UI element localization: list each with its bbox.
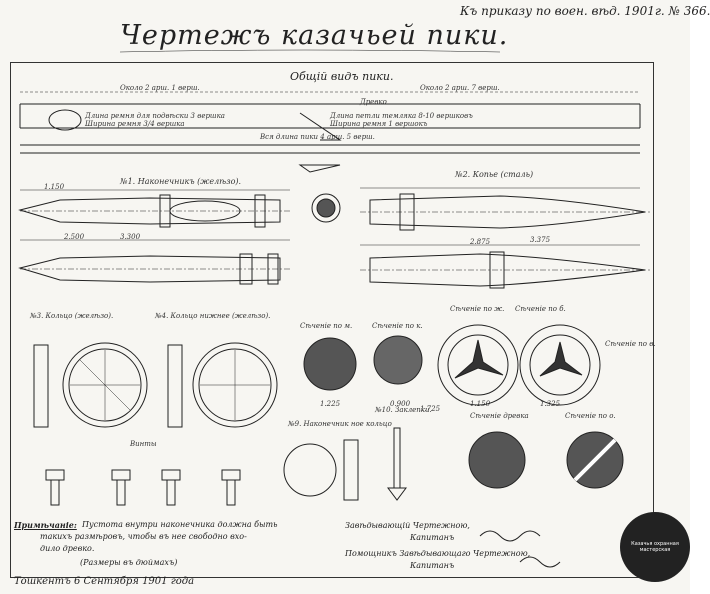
section-zh-label: Сѣченіе по ж. <box>450 305 505 313</box>
part10-label: №10. Заклепки. <box>375 406 432 414</box>
section-b-label: Сѣченіе по б. <box>515 305 566 313</box>
dim-2: 3.300 <box>120 233 141 241</box>
tip-drawing-lower <box>18 253 290 285</box>
signature-assistant: Помощникъ Завѣдывающаго Чертежною, <box>345 549 531 558</box>
section-k-drawing <box>373 335 423 385</box>
dim-3: 1.150 <box>44 183 65 191</box>
right-dimension: Около 2 арш. 7 верш. <box>420 84 500 92</box>
section-m-label: Сѣченіе по м. <box>300 322 353 330</box>
dim-9: 1.150 <box>470 400 491 408</box>
dimension-lines <box>20 187 640 246</box>
signature-assistant-rank: Капитанъ <box>410 561 455 570</box>
note-scale: (Размеры въ дюймахъ) <box>80 558 178 567</box>
tip-drawing-upper <box>18 194 290 228</box>
dim-1: 2.500 <box>64 233 85 241</box>
dim-6: 1.725 <box>420 405 441 413</box>
ring-9-drawing <box>283 439 359 501</box>
note-label: Примѣчаніе: <box>14 520 77 530</box>
screws-drawing <box>45 469 241 506</box>
dim-7: 1.225 <box>320 400 341 408</box>
section-b-drawing <box>519 324 601 406</box>
title-underline <box>119 49 501 53</box>
signature-head: Завѣдывающій Чертежною, <box>345 521 470 530</box>
general-view-heading: Общій видъ пики. <box>290 70 394 83</box>
section-shaft-label: Сѣченіе древка <box>470 412 529 420</box>
rivet-drawing <box>387 427 407 501</box>
ring-3-drawing <box>33 342 148 428</box>
left-dimension: Около 2 арш. 1 верш. <box>120 84 200 92</box>
section-v-label: Сѣченіе по в. <box>605 340 656 348</box>
drawing-frame <box>10 62 654 578</box>
small-section-view <box>311 193 341 223</box>
signature-head-rank: Капитанъ <box>410 533 455 542</box>
part2-label: №2. Копье (сталь) <box>455 170 534 179</box>
page-title: Чертежъ казачьей пики. <box>120 20 509 51</box>
loop-length-note: Длина петли темляка 8-10 вершковъ <box>330 112 473 120</box>
technical-drawing <box>18 49 650 568</box>
dim-4: 2.875 <box>470 238 491 246</box>
dim-5: 3.375 <box>530 236 551 244</box>
shaft-label: Древко <box>360 98 387 106</box>
section-m-drawing <box>303 337 357 391</box>
dim-8: 0.900 <box>390 400 411 408</box>
part4-label: №4. Кольцо нижнее (желѣзо). <box>155 312 271 320</box>
signature-scribble-1 <box>479 530 541 542</box>
museum-stamp: Казачья охранная мастерская <box>620 512 690 582</box>
spearhead-drawing-lower <box>360 251 650 289</box>
signature-scribble-2 <box>519 556 561 568</box>
part3-label: №3. Кольцо (желѣзо). <box>30 312 114 320</box>
order-reference: Къ приказу по воен. вѣд. 1901г. № 366. <box>460 4 710 18</box>
note-text-1: Пустота внутри наконечника должна быть <box>82 520 278 529</box>
strap-width-note: Ширина ремня 3/4 вершка <box>85 120 185 128</box>
section-o-label: Сѣченіе по о. <box>565 412 616 420</box>
note-text-3: дило древко. <box>40 544 95 553</box>
note-text-2: такихъ размѣровъ, чтобы въ нее свободно … <box>40 532 247 541</box>
section-zh-drawing <box>437 324 519 406</box>
total-length-note: Вся длина пики 4 арш. 5 верш. <box>260 133 375 141</box>
section-k-label: Сѣченіе по к. <box>372 322 423 330</box>
strap-length-note: Длина ремня для подвѣски 3 вершка <box>85 112 225 120</box>
stamp-text: Казачья охранная мастерская <box>631 541 679 553</box>
loop-width-note: Ширина ремня 1 вершокъ <box>330 120 428 128</box>
part1-label: №1. Наконечникъ (желѣзо). <box>120 177 242 186</box>
part9-label: №9. Наконечник ное кольцо <box>288 420 392 428</box>
lance-general-view <box>19 91 641 173</box>
ring-4-drawing <box>167 342 278 428</box>
spearhead-drawing-upper <box>360 193 650 231</box>
screws-label: Винты <box>130 440 157 448</box>
footer-place-date: Тошкентъ 6 Сентября 1901 года <box>14 576 195 587</box>
shaft-section-drawing <box>468 431 526 489</box>
